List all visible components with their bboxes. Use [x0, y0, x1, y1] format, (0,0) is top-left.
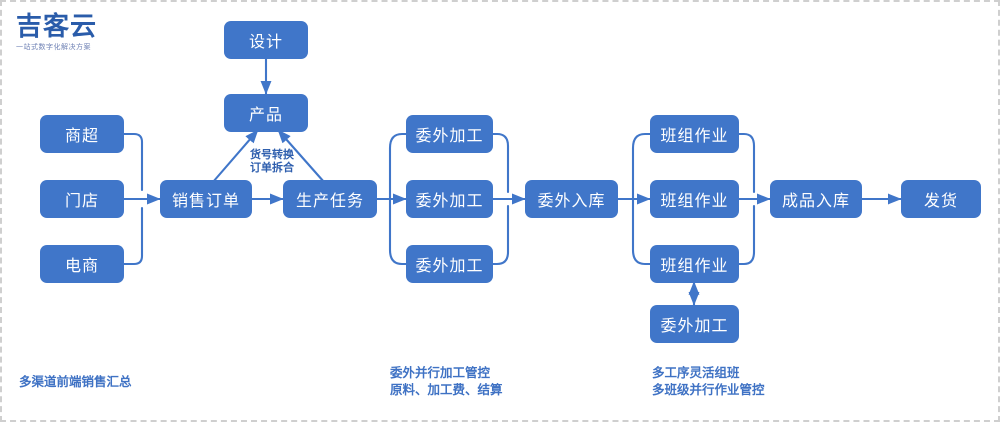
brand-logo: 吉客云 一站式数字化解决方案: [16, 12, 112, 60]
caption-right-line-1: 多工序灵活组班: [652, 365, 740, 380]
caption-middle: 委外并行加工管控 原料、加工费、结算: [390, 364, 503, 398]
caption-left: 多渠道前端销售汇总: [19, 373, 132, 390]
edge-label-line-2: 订单拆合: [250, 161, 294, 174]
node-product[interactable]: 产品: [224, 94, 308, 132]
node-channel-store[interactable]: 门店: [40, 180, 124, 218]
caption-middle-line-2: 原料、加工费、结算: [390, 382, 503, 397]
caption-middle-line-1: 委外并行加工管控: [390, 365, 491, 380]
node-outsource-processing-2[interactable]: 委外加工: [406, 180, 493, 218]
caption-left-line-1: 多渠道前端销售汇总: [19, 374, 132, 389]
node-outsource-processing-side[interactable]: 委外加工: [650, 305, 739, 343]
node-finished-goods-inbound[interactable]: 成品入库: [770, 180, 862, 218]
node-design[interactable]: 设计: [224, 21, 308, 59]
node-team-work-1[interactable]: 班组作业: [650, 115, 739, 153]
node-channel-ecommerce[interactable]: 电商: [40, 245, 124, 283]
edge-label-product-conversion: 货号转换 订单拆合: [227, 148, 317, 174]
node-shipment[interactable]: 发货: [901, 180, 981, 218]
logo-tagline: 一站式数字化解决方案: [16, 43, 91, 51]
node-outsource-processing-1[interactable]: 委外加工: [406, 115, 493, 153]
logo-wordmark: 吉客云: [16, 12, 98, 42]
edge-label-line-1: 货号转换: [250, 148, 294, 161]
node-sales-order[interactable]: 销售订单: [160, 180, 252, 218]
node-outsource-inbound[interactable]: 委外入库: [525, 180, 618, 218]
node-team-work-2[interactable]: 班组作业: [650, 180, 739, 218]
node-outsource-processing-3[interactable]: 委外加工: [406, 245, 493, 283]
node-production-task[interactable]: 生产任务: [283, 180, 377, 218]
node-team-work-3[interactable]: 班组作业: [650, 245, 739, 283]
node-channel-supermarket[interactable]: 商超: [40, 115, 124, 153]
caption-right-line-2: 多班级并行作业管控: [652, 382, 765, 397]
caption-right: 多工序灵活组班 多班级并行作业管控: [652, 364, 765, 398]
